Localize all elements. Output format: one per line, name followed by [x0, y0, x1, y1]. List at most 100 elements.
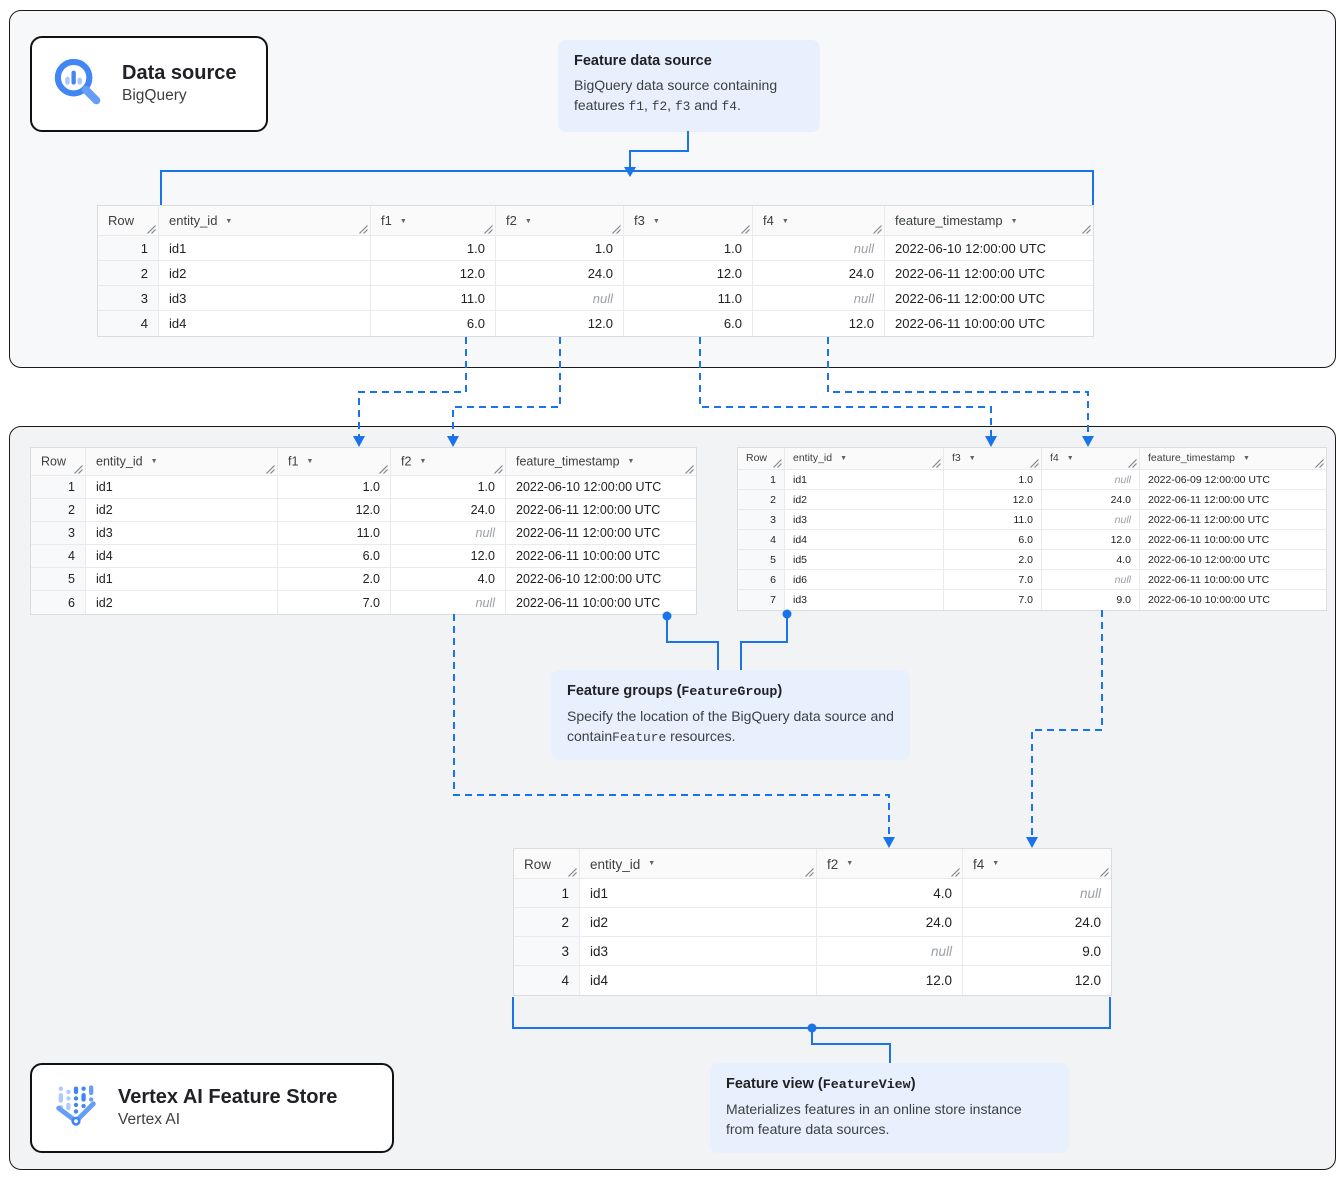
cell-feature-timestamp: 2022-06-10 12:00:00 UTC — [1140, 550, 1326, 570]
cell-row: 5 — [31, 568, 86, 591]
cell-row: 7 — [738, 590, 785, 610]
column-header-entity-id: entity_id▼ — [580, 849, 817, 879]
resize-handle-icon — [73, 464, 83, 474]
cell-row: 4 — [98, 311, 159, 336]
column-header-f2: f2▼ — [817, 849, 963, 879]
cell-row: 5 — [738, 550, 785, 570]
cell-f1: 11.0 — [278, 522, 391, 545]
data-source-badge: Data source BigQuery — [30, 36, 268, 132]
column-header-entity-id: entity_id▼ — [785, 448, 944, 470]
null-cell: null — [963, 879, 1111, 908]
column-header-f2: f2 ▼ — [391, 448, 506, 476]
cell-f4: 9.0 — [1042, 590, 1140, 610]
cell-feature-timestamp: 2022-06-11 12:00:00 UTC — [1140, 510, 1326, 530]
cell-f2: 1.0 — [496, 236, 624, 261]
cell-feature-timestamp: 2022-06-10 12:00:00 UTC — [506, 568, 696, 591]
dropdown-arrow-icon: ▼ — [225, 217, 233, 225]
cell-f4: 12.0 — [1074, 973, 1101, 988]
column-label: Row — [746, 452, 768, 465]
cell-f2: 24.0 — [391, 499, 506, 522]
cell-feature-timestamp: 2022-06-11 10:00:00 UTC — [895, 316, 1046, 331]
cell-f3: 11.0 — [624, 286, 753, 311]
dropdown-arrow-icon: ▼ — [524, 217, 532, 225]
column-header-f1: f1▼ — [278, 448, 391, 476]
null-cell: null — [753, 286, 885, 311]
cell-row: 2 — [98, 261, 159, 286]
resize-handle-icon — [931, 458, 941, 468]
cell-entity-id: id5 — [785, 550, 944, 570]
column-label: entity_id — [96, 454, 143, 469]
cell-row: 2 — [31, 499, 86, 522]
cell-entity-id: id3 — [159, 286, 371, 311]
cell-feature-timestamp: 2022-06-11 10:00:00 UTC — [506, 545, 696, 568]
cell-feature-timestamp: 2022-06-11 12:00:00 UTC — [1140, 490, 1326, 510]
cell-f4: 24.0 — [963, 908, 1111, 937]
column-header-feature-timestamp: feature_timestamp▼ — [1140, 448, 1326, 470]
cell-row: 6 — [31, 591, 86, 614]
cell-f1: 6.0 — [371, 311, 496, 336]
cell-f4: 9.0 — [963, 937, 1111, 966]
cell-row: 3 — [514, 937, 580, 966]
column-header-row: Row — [738, 448, 785, 470]
cell-f2: 1.0 — [391, 476, 506, 499]
resize-handle-icon — [611, 224, 621, 234]
column-label: Row — [41, 454, 67, 469]
cell-entity-id: id2 — [580, 908, 817, 937]
column-header-row: Row — [514, 849, 580, 879]
cell-entity-id: id2 — [785, 490, 944, 510]
dropdown-arrow-icon: ▼ — [419, 458, 427, 466]
callout-title: Feature data source — [574, 53, 712, 69]
column-header-feature-timestamp: feature_timestamp▼ — [506, 448, 696, 476]
cell-entity-id: id2 — [86, 591, 278, 614]
data-source-title: Data source — [122, 62, 237, 85]
cell-entity-id: id4 — [580, 966, 817, 995]
cell-f2: 12.0 — [496, 311, 624, 336]
cell-f4: 12.0 — [1042, 530, 1140, 550]
callout-title: Feature groups (FeatureGroup) — [567, 683, 783, 700]
cell-entity-id: id3 — [785, 590, 944, 610]
null-cell: null — [1042, 570, 1140, 590]
column-header-entity-id: entity_id▼ — [159, 206, 371, 236]
resize-handle-icon — [1081, 224, 1091, 234]
cell-row: 6 — [738, 570, 785, 590]
data-source-subtitle: BigQuery — [122, 87, 187, 105]
column-label: f1 — [288, 454, 299, 469]
column-label: f2 — [401, 454, 412, 469]
dropdown-arrow-icon: ▼ — [992, 860, 1000, 868]
column-header-f4: f4▼ — [1042, 448, 1140, 470]
column-label: f2 — [827, 856, 839, 872]
cell-f2: 24.0 — [817, 908, 963, 937]
column-label: f3 — [634, 213, 645, 229]
cell-f2: 24.0 — [496, 261, 624, 286]
resize-handle-icon — [358, 224, 368, 234]
resize-handle-icon — [1029, 458, 1039, 468]
cell-f3: 1.0 — [624, 236, 753, 261]
cell-f3: 6.0 — [624, 311, 753, 336]
cell-entity-id: id3 — [580, 937, 817, 966]
dropdown-arrow-icon: ▼ — [652, 217, 660, 225]
resize-handle-icon — [872, 224, 882, 234]
cell-feature-timestamp: 2022-06-11 12:00:00 UTC — [506, 499, 696, 522]
callout-body: Specify the location of the BigQuery dat… — [567, 708, 894, 745]
cell-entity-id: id1 — [159, 236, 371, 261]
cell-feature-timestamp: 2022-06-11 10:00:00 UTC — [516, 595, 661, 610]
dropdown-arrow-icon: ▼ — [1242, 455, 1250, 463]
cell-f2: 12.0 — [817, 966, 963, 995]
null-cell: null — [391, 591, 506, 614]
cell-row: 1 — [738, 470, 785, 490]
cell-row: 3 — [738, 510, 785, 530]
cell-feature-timestamp: 2022-06-10 12:00:00 UTC — [506, 476, 696, 499]
column-header-row: Row — [98, 206, 159, 236]
cell-feature-timestamp: 2022-06-10 10:00:00 UTC — [1148, 594, 1270, 606]
resize-handle-icon — [1314, 458, 1324, 468]
cell-row: 2 — [514, 908, 580, 937]
cell-row: 1 — [514, 879, 580, 908]
cell-f1: 12.0 — [278, 499, 391, 522]
resize-handle-icon — [772, 458, 782, 468]
